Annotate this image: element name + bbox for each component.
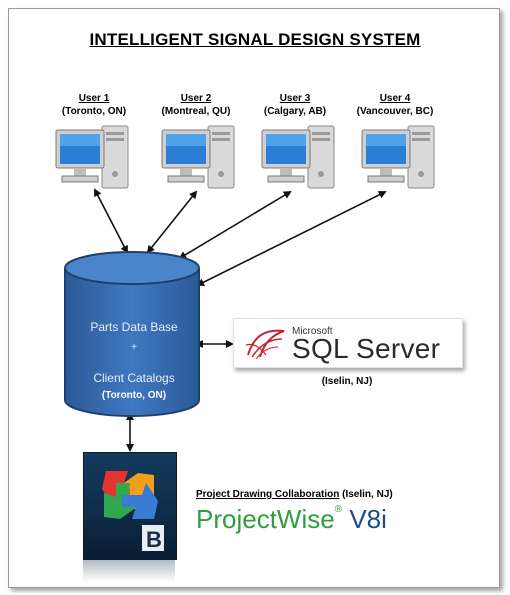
database-label-plus: + bbox=[131, 342, 137, 353]
user-name-3: User 3 bbox=[279, 93, 311, 104]
arrow-user1-db bbox=[94, 188, 128, 254]
user-label-2: User 2 (Montreal, QU) bbox=[136, 92, 256, 118]
projectwise-box-icon: B bbox=[83, 452, 177, 560]
projectwise-name: ProjectWise bbox=[196, 504, 335, 534]
projectwise-caption-text: Project Drawing Collaboration bbox=[196, 489, 340, 500]
arrow-user4-db bbox=[196, 191, 387, 286]
user-location-4: (Vancouver, BC) bbox=[356, 106, 434, 117]
user-location-3: (Calgary, AB) bbox=[263, 106, 327, 117]
sql-name: SQL Server bbox=[292, 333, 441, 364]
projectwise-logo: ProjectWise® V8i bbox=[196, 504, 387, 535]
sql-location: (Iselin, NJ) bbox=[321, 376, 373, 387]
user-location-1: (Toronto, ON) bbox=[61, 106, 127, 117]
user-label-4: User 4 (Vancouver, BC) bbox=[335, 92, 455, 118]
database-location: (Toronto, ON) bbox=[101, 390, 167, 401]
arrow-user2-db bbox=[146, 190, 198, 254]
user-name-1: User 1 bbox=[78, 93, 110, 104]
projectwise-location: (Iselin, NJ) bbox=[342, 489, 393, 500]
registered-mark-icon: ® bbox=[334, 504, 343, 515]
computer-icon bbox=[55, 125, 129, 189]
projectwise-reflection bbox=[83, 558, 175, 582]
database-label-line2: Client Catalogs bbox=[93, 371, 175, 385]
sql-server-logo: Microsoft SQL Server bbox=[233, 318, 463, 368]
projectwise-arrows-icon: B bbox=[102, 471, 164, 552]
svg-text:B: B bbox=[146, 527, 162, 552]
sql-brand: Microsoft bbox=[292, 326, 333, 337]
database-cylinder-icon bbox=[64, 251, 200, 417]
projectwise-caption: Project Drawing Collaboration (Iselin, N… bbox=[196, 489, 393, 500]
user-label-1: User 1 (Toronto, ON) bbox=[34, 92, 154, 118]
sql-server-icon bbox=[245, 329, 285, 360]
user-location-2: (Montreal, QU) bbox=[161, 106, 231, 117]
user-name-2: User 2 bbox=[180, 93, 212, 104]
computer-icon bbox=[161, 125, 235, 189]
diagram-title: INTELLIGENT SIGNAL DESIGN SYSTEM bbox=[89, 30, 421, 49]
database-label-line1: Parts Data Base bbox=[90, 320, 178, 334]
projectwise-version: V8i bbox=[349, 504, 387, 534]
computer-icon bbox=[261, 125, 335, 189]
computer-icon bbox=[361, 125, 435, 189]
user-name-4: User 4 bbox=[379, 93, 411, 104]
user-label-3: User 3 (Calgary, AB) bbox=[235, 92, 355, 118]
